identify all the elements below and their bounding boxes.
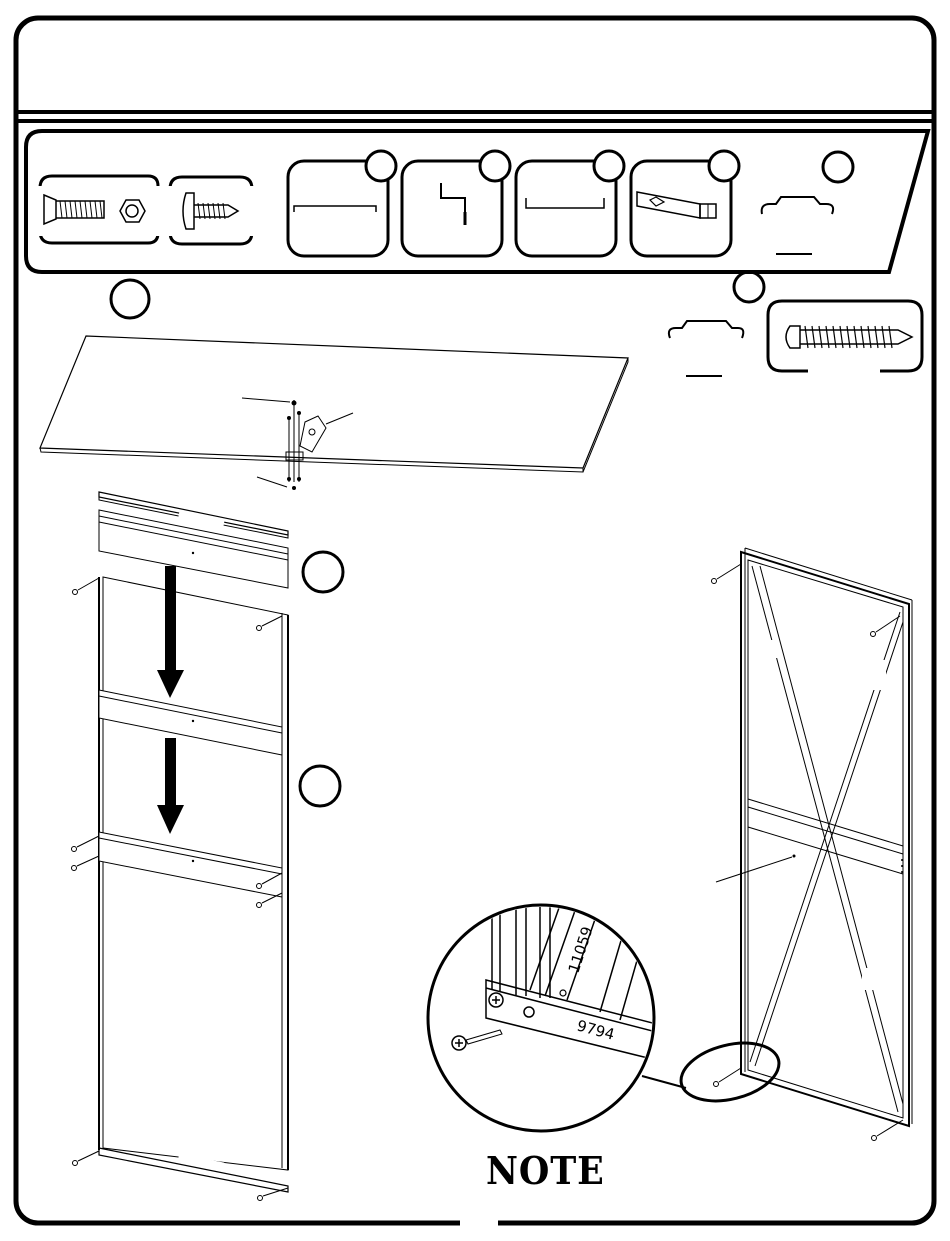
down-arrow-1 [157, 566, 184, 698]
step-circle-4 [300, 766, 340, 806]
side-wire-handle [669, 321, 743, 376]
detail-callout: 11059 9794 [428, 900, 686, 1131]
side-long-screw [768, 301, 922, 375]
down-arrow-2 [157, 738, 184, 834]
wall-frame-braced [675, 548, 912, 1141]
hardware-long-channel [288, 151, 396, 256]
step-circle-3 [303, 552, 343, 592]
note-label: NOTE [486, 1150, 569, 1192]
hardware-wire-handle [762, 152, 853, 254]
hardware-latch-plate [631, 151, 739, 256]
hardware-panel [26, 131, 928, 272]
step-circle-2 [734, 272, 764, 302]
wall-panel-exploded [72, 492, 289, 1201]
hardware-z-bracket [402, 151, 510, 256]
hardware-screw [166, 177, 256, 244]
hardware-short-channel [516, 151, 624, 256]
hardware-bolt-nut [38, 176, 160, 243]
top-panel [40, 336, 628, 490]
step-circle-1 [111, 280, 149, 318]
page-border-gap [460, 1214, 498, 1228]
